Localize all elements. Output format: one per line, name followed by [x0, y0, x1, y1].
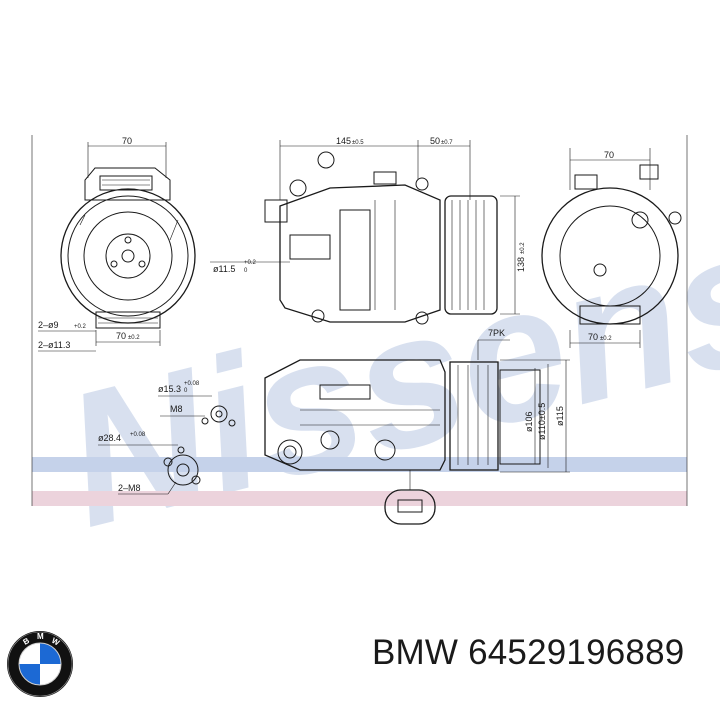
part-number: 64529196889	[468, 633, 685, 672]
pulley-106-label: ø106	[524, 411, 534, 432]
side-view: 145 ±0.5 50 ±0.7 ø11.5 +0.2 0 138 ±0.	[210, 136, 526, 325]
pulley-115-label: ø115	[555, 406, 565, 426]
fitting-details: ø15.3 +0.08 0 M8 ø28.4 +0.08 2–M8	[98, 381, 236, 495]
side-70-bottom: 70	[588, 332, 598, 342]
part-caption: BMW 64529196889	[372, 633, 684, 673]
front-width-label: 70	[122, 136, 132, 146]
holes-11-3-label: 2–ø11.3	[38, 340, 70, 350]
pink-band	[32, 491, 687, 506]
dia-15-3-tol-bot: 0	[184, 388, 188, 394]
len-145-label: 145	[336, 136, 351, 146]
front-70-bottom: 70	[116, 331, 126, 341]
height-138-tol: ±0.2	[520, 242, 526, 254]
len-145-tol: ±0.5	[352, 140, 364, 146]
thread-m8-label: M8	[170, 404, 183, 414]
side-70-bottom-tol: ±0.2	[600, 336, 612, 342]
pulley-110-label: ø110±0.5	[537, 403, 547, 440]
brand-name: BMW	[372, 633, 459, 672]
dia-15-3-label: ø15.3	[158, 384, 181, 394]
rear-view: 70 70 ±0.2	[541, 148, 682, 348]
len-50-label: 50	[430, 136, 440, 146]
svg-text:W: W	[50, 636, 61, 648]
holes-9-tol: +0.2	[74, 324, 87, 330]
dia-11-5-label: ø11.5	[213, 264, 235, 274]
dia-11-5-tol-bot: 0	[244, 268, 248, 274]
dia-28-4-tol: +0.08	[130, 432, 146, 438]
svg-text:M: M	[37, 632, 44, 641]
front-70-bottom-tol: ±0.2	[128, 335, 140, 341]
belt-label: 7PK	[488, 328, 505, 338]
dia-11-5-tol-top: +0.2	[244, 260, 257, 266]
side-width-label: 70	[604, 150, 614, 160]
dia-28-4-label: ø28.4	[98, 433, 121, 443]
front-view: 70 70 ±0.2 2–ø9 +0.2 2–ø11.3	[38, 136, 196, 352]
blue-band	[32, 457, 687, 472]
bottom-view: 7PK ø106 ø110±0.5 ø115	[264, 328, 570, 525]
holes-9-label: 2–ø9	[38, 320, 59, 330]
watermark-text: Nissens	[46, 186, 720, 568]
thread-2m8-label: 2–M8	[118, 483, 141, 493]
bmw-roundel-icon: B M W	[7, 631, 73, 697]
dia-15-3-tol-top: +0.08	[184, 381, 200, 387]
height-138-label: 138	[516, 257, 526, 272]
len-50-tol: ±0.7	[441, 140, 453, 146]
compressor-technical-drawing: Nissens 70 70 ±0.2	[31, 135, 720, 568]
svg-text:B: B	[22, 636, 32, 647]
